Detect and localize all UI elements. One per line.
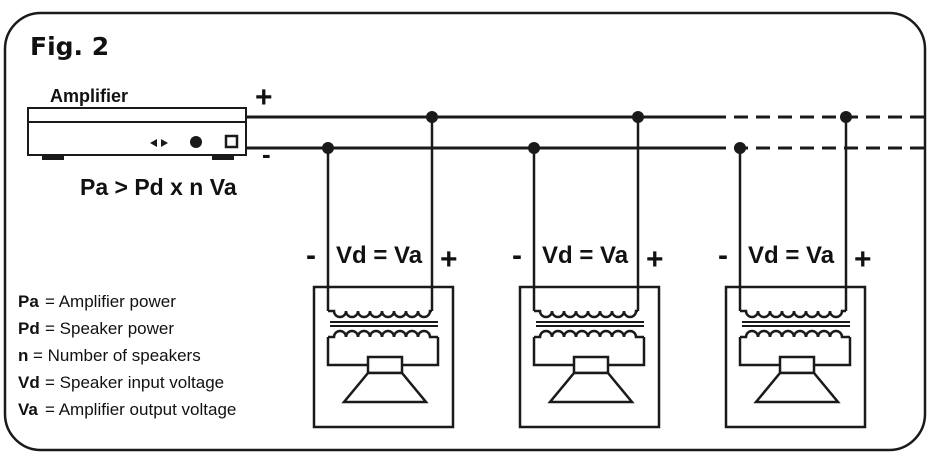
legend-key: Pd [18,319,40,338]
speaker-2-transformer-icon [534,309,644,339]
legend-description: = Number of speakers [33,346,201,365]
amplifier-jack-icon [224,134,239,149]
speaker-unit-1: - Vd = Va + [306,111,458,429]
speaker-3-speaker-icon [753,355,841,404]
figure-frame [3,11,927,452]
speaker-1-equation: Vd = Va [336,242,423,269]
amplifier-plus-sign: + [255,81,273,114]
amplifier-foot-right [212,155,234,160]
speaker-1-positive-junction [426,111,438,123]
legend-description: = Amplifier output voltage [45,400,236,419]
speaker-2-white-patch [539,238,635,272]
legend-key: Vd [18,373,40,392]
speaker-3-voice-coil-wire [738,337,780,367]
amplifier-top-panel [27,107,247,123]
speaker-2-box [518,285,661,429]
legend-description: = Speaker power [45,319,174,338]
amplifier-label: Amplifier [50,86,128,106]
speaker-1-plus-sign: + [440,243,458,276]
speaker-1-white-patch [333,238,429,272]
speaker-1-voice-coil-wire [326,337,368,367]
legend-item-pd: Pd = Speaker power [18,319,174,338]
legend-item-vd: Vd = Speaker input voltage [18,373,224,392]
speaker-3-positive-junction [840,111,852,123]
speaker-1-voice-coil-wire-return [402,337,440,367]
legend-key: Va [18,400,38,419]
speaker-2-speaker-icon [547,355,635,404]
speaker-2-voice-coil-wire [532,337,574,367]
legend-item-pa: Pa = Amplifier power [18,292,176,311]
amplifier-indicator-icon [150,139,168,147]
speaker-1-minus-sign: - [306,239,316,272]
speaker-unit-2: - Vd = Va + [512,111,664,429]
legend-description: = Amplifier power [45,292,176,311]
speaker-3-white-patch [745,238,842,272]
speaker-3-transformer-icon [740,309,850,339]
amplifier-body [27,121,247,156]
speaker-1-transformer-icon [328,309,438,339]
speaker-1-negative-junction [322,142,334,154]
legend-key: n [18,346,28,365]
amplifier-knob-icon [190,136,202,148]
amplifier-minus-sign: - [262,139,271,169]
speaker-2-negative-junction [528,142,540,154]
speaker-3-minus-sign: - [718,239,728,272]
speaker-unit-3: - Vd = Va + [718,111,872,429]
legend-item-va: Va = Amplifier output voltage [18,400,236,419]
amplifier: Amplifier [27,86,247,160]
legend-key: Pa [18,292,39,311]
speaker-3-plus-sign: + [854,243,872,276]
speaker-2-equation: Vd = Va [542,242,629,269]
speaker-3-box [724,285,867,429]
speaker-1-speaker-icon [341,355,429,404]
speaker-1-box [312,285,455,429]
speaker-3-equation: Vd = Va [748,242,835,269]
figure-title: Fig. 2 [30,32,109,61]
speaker-2-minus-sign: - [512,239,522,272]
speaker-3-voice-coil-wire-return [814,337,852,367]
legend-item-n: n = Number of speakers [18,346,201,365]
speaker-3-negative-junction [734,142,746,154]
speaker-2-positive-junction [632,111,644,123]
speaker-2-voice-coil-wire-return [608,337,646,367]
legend-description: = Speaker input voltage [45,373,224,392]
speaker-2-plus-sign: + [646,243,664,276]
legend: Pa = Amplifier power Pd = Speaker power … [18,292,236,419]
amplifier-foot-left [42,155,64,160]
power-formula: Pa > Pd x n Va [80,174,237,200]
